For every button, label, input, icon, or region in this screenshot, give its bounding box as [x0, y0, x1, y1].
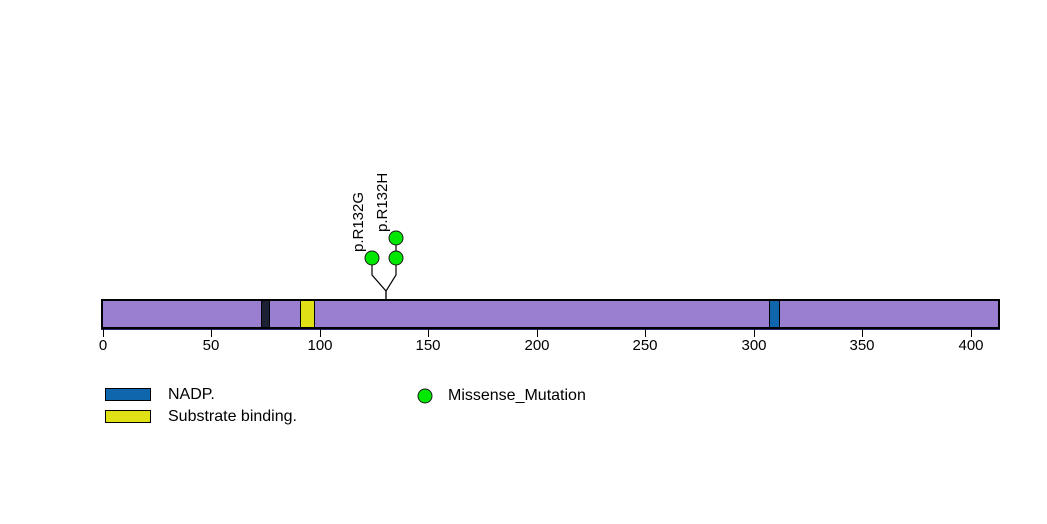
domain-unannotated-dark-band[interactable]: [261, 301, 270, 327]
axis-tick-350: [862, 329, 863, 337]
legend-label-substrate-binding: Substrate binding.: [168, 408, 297, 425]
axis-tick-label-100: 100: [307, 337, 333, 354]
legend-dot-missense-mutation[interactable]: [417, 388, 433, 404]
axis-line: [101, 329, 1000, 330]
axis-tick-label-150: 150: [415, 337, 441, 354]
axis-tick-label-350: 350: [849, 337, 875, 354]
domain-substrate-binding[interactable]: [300, 301, 315, 327]
axis-tick-0: [103, 329, 104, 337]
legend-swatch-substrate-binding[interactable]: [105, 410, 151, 423]
axis-tick-50: [211, 329, 212, 337]
axis-tick-label-0: 0: [98, 337, 108, 354]
axis-tick-label-200: 200: [524, 337, 550, 354]
axis-tick-label-300: 300: [741, 337, 767, 354]
protein-backbone: [101, 299, 1000, 329]
legend-label-nadp: NADP.: [168, 386, 215, 403]
axis-tick-label-50: 50: [202, 337, 220, 354]
axis-tick-400: [971, 329, 972, 337]
domain-nadp[interactable]: [769, 301, 780, 327]
residue-axis: 0 50 100 150 200 250 300 350 400: [98, 329, 1000, 355]
axis-tick-label-250: 250: [632, 337, 658, 354]
axis-tick-200: [537, 329, 538, 337]
legend-swatch-nadp[interactable]: [105, 388, 151, 401]
axis-tick-100: [320, 329, 321, 337]
axis-tick-150: [428, 329, 429, 337]
axis-tick-250: [645, 329, 646, 337]
legend-label-missense-mutation: Missense_Mutation: [448, 387, 586, 404]
axis-tick-label-400: 400: [958, 337, 984, 354]
axis-tick-300: [754, 329, 755, 337]
